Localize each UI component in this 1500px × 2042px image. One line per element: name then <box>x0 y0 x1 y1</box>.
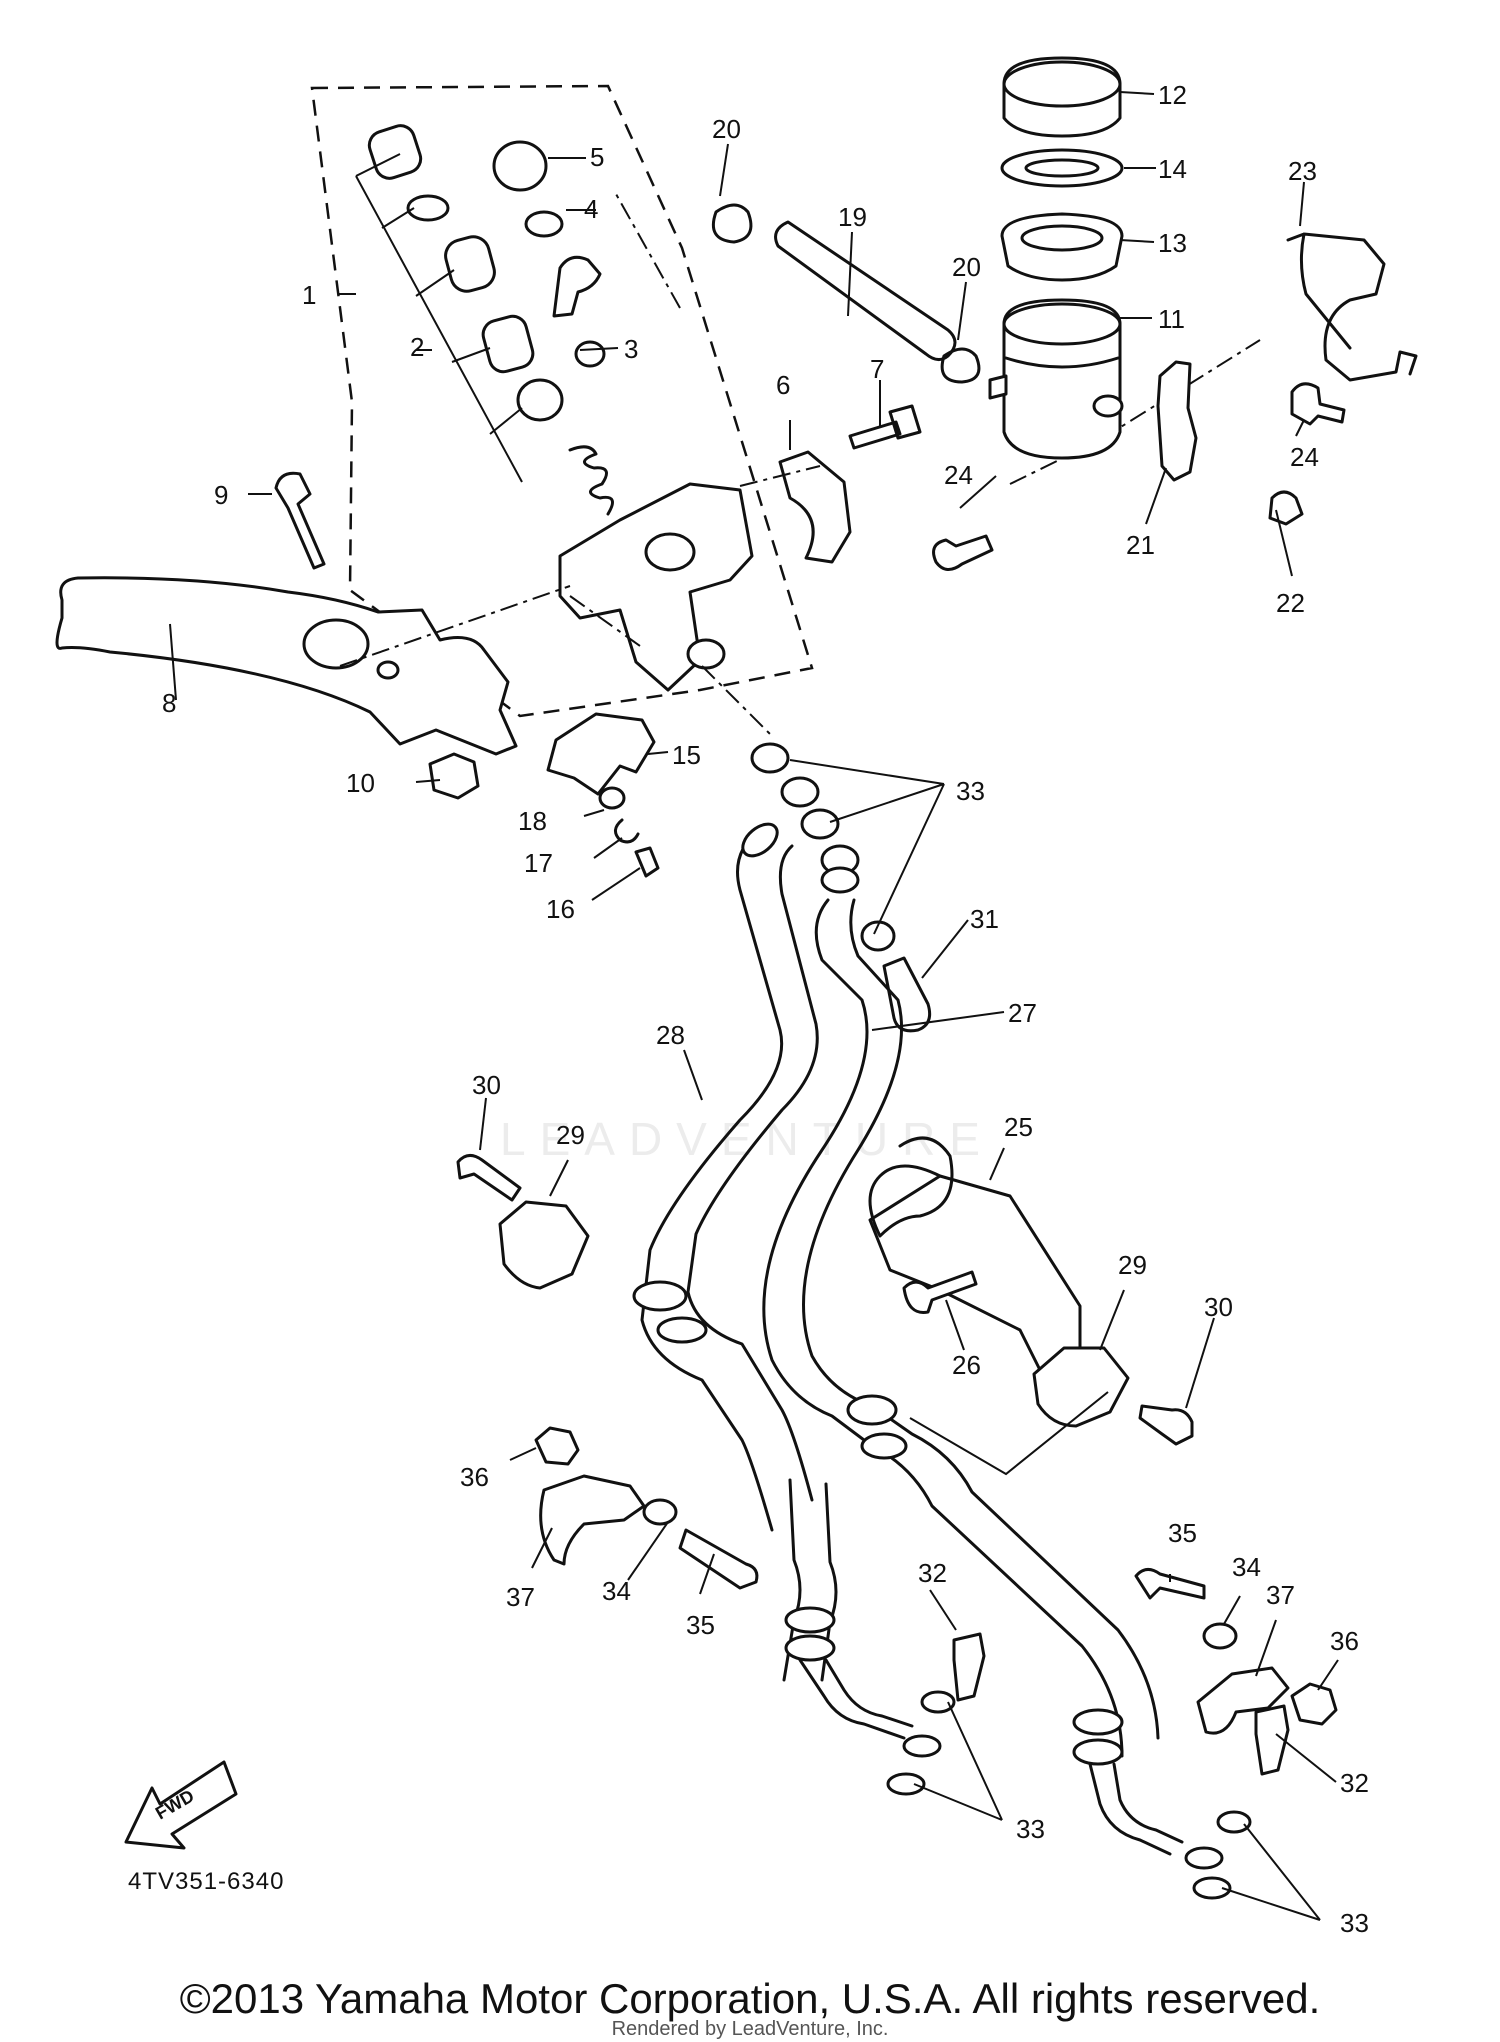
hose-holder-right <box>1032 1346 1130 1428</box>
callout-10: 10 <box>346 768 375 798</box>
callout-29: 29 <box>556 1120 585 1150</box>
callout-3: 3 <box>624 334 638 364</box>
callout-18: 18 <box>518 806 547 836</box>
diagram-reference-code: 4TV351-6340 <box>128 1868 285 1895</box>
callout-35: 35 <box>686 1610 715 1640</box>
brake-hose-28 <box>640 828 819 1532</box>
hose-clip <box>711 203 753 244</box>
piston-kit-parts <box>355 124 614 516</box>
leader-lines <box>169 91 1339 1921</box>
callout-7: 7 <box>870 354 884 384</box>
lever-nut <box>428 752 480 800</box>
brake-hose-27 <box>762 898 1160 1758</box>
callout-1: 1 <box>302 280 316 310</box>
union-bolt-32-left <box>952 1632 986 1702</box>
callout-33: 33 <box>956 776 985 806</box>
callout-12: 12 <box>1158 80 1187 110</box>
callout-29b: 29 <box>1118 1250 1147 1280</box>
callout-36: 36 <box>460 1462 489 1492</box>
union-bolt <box>882 956 932 1033</box>
callout-5: 5 <box>590 142 604 172</box>
clamp-37-left <box>539 1474 646 1566</box>
clamp-37-right <box>1196 1666 1290 1735</box>
callout-32b: 32 <box>1340 1768 1369 1798</box>
forward-arrow-icon: FWD <box>124 1760 238 1850</box>
callout-24: 24 <box>944 460 973 490</box>
holder-bolt-left <box>456 1154 522 1202</box>
reservoir-screw <box>932 534 994 571</box>
callout-15: 15 <box>672 740 701 770</box>
cover-bracket <box>1286 232 1418 382</box>
copyright-notice: ©2013 Yamaha Motor Corporation, U.S.A. A… <box>179 1975 1321 2022</box>
callout-11: 11 <box>1158 304 1185 334</box>
callout-2: 2 <box>410 332 424 362</box>
callout-6: 6 <box>776 370 790 400</box>
callout-13: 13 <box>1158 228 1187 258</box>
holder-clamp <box>778 450 852 564</box>
stay-screw <box>1268 490 1304 526</box>
master-cylinder-body <box>558 482 754 692</box>
brake-lever <box>55 576 518 756</box>
bolt-35-left <box>678 1528 759 1590</box>
callout-35b: 35 <box>1168 1518 1197 1548</box>
callout-19: 19 <box>838 202 867 232</box>
callout-4: 4 <box>584 194 598 224</box>
callout-20: 20 <box>712 114 741 144</box>
callout-25: 25 <box>1004 1112 1033 1142</box>
callout-16: 16 <box>546 894 575 924</box>
reservoir-assembly <box>988 56 1124 460</box>
callout-33c: 33 <box>1340 1908 1369 1938</box>
callout-22: 22 <box>1276 588 1305 618</box>
callout-8: 8 <box>162 688 176 718</box>
reservoir-hose <box>774 220 957 361</box>
callout-20b: 20 <box>952 252 981 282</box>
callout-26: 26 <box>952 1350 981 1380</box>
callout-17: 17 <box>524 848 553 878</box>
callout-labels: 1 2 3 4 5 6 7 8 9 10 11 12 13 14 15 16 1… <box>162 80 1369 1938</box>
hose-joint-bracket <box>868 1174 1082 1372</box>
callout-32: 32 <box>918 1558 947 1588</box>
assembly-outline <box>310 84 814 718</box>
bracket-screw <box>1290 382 1346 426</box>
callout-34: 34 <box>602 1576 631 1606</box>
callout-14: 14 <box>1158 154 1187 184</box>
callout-31: 31 <box>970 904 999 934</box>
callout-24b: 24 <box>1290 442 1319 472</box>
callout-30b: 30 <box>1204 1292 1233 1322</box>
callout-36b: 36 <box>1330 1626 1359 1656</box>
nut-36-left <box>534 1426 580 1466</box>
holder-bolt-right <box>1138 1404 1194 1446</box>
callout-23: 23 <box>1288 156 1317 186</box>
rendered-by-credit: Rendered by LeadVenture, Inc. <box>611 2018 889 2040</box>
callout-30: 30 <box>472 1070 501 1100</box>
callout-37: 37 <box>506 1582 535 1612</box>
nut-36-right <box>1290 1682 1338 1726</box>
hose-holder-left <box>498 1200 590 1290</box>
clamp-bolt <box>848 404 922 450</box>
hose-clip-2 <box>940 347 981 384</box>
callout-34b: 34 <box>1232 1552 1261 1582</box>
bolt-35-right <box>1134 1568 1206 1600</box>
bracket-bolt <box>902 1270 978 1314</box>
callout-21: 21 <box>1126 530 1155 560</box>
lever-bolt <box>274 471 326 570</box>
callout-9: 9 <box>214 480 228 510</box>
brake-switch <box>546 712 656 796</box>
callout-33b: 33 <box>1016 1814 1045 1844</box>
callout-37b: 37 <box>1266 1580 1295 1610</box>
union-bolt-32-right <box>1254 1704 1290 1776</box>
callout-28: 28 <box>656 1020 685 1050</box>
callout-27: 27 <box>1008 998 1037 1028</box>
reservoir-stay <box>1156 360 1198 482</box>
